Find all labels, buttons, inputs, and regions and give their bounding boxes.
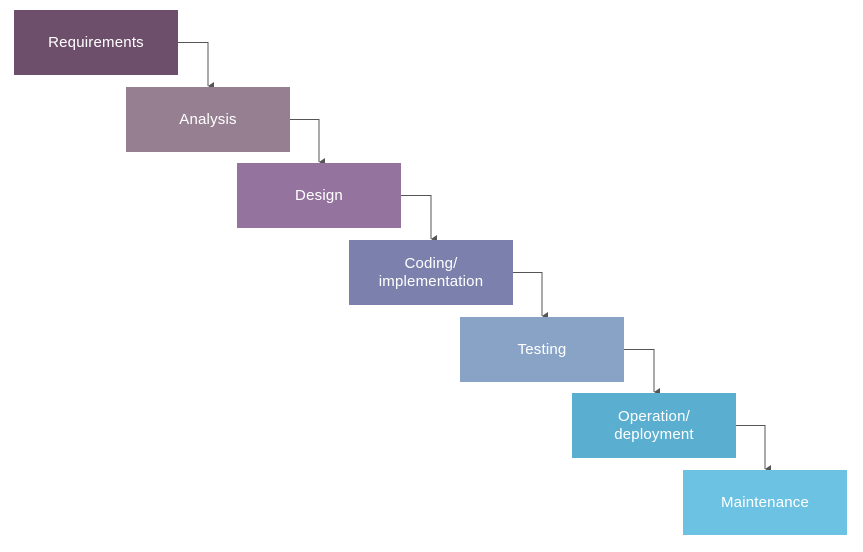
- step-label: Testing: [517, 340, 567, 358]
- connector-arrow: [178, 42, 214, 90]
- step-design: Design: [237, 163, 401, 228]
- step-testing: Testing: [460, 317, 624, 382]
- step-operation-deployment: Operation/ deployment: [572, 393, 736, 458]
- step-requirements: Requirements: [14, 10, 178, 75]
- step-analysis: Analysis: [126, 87, 290, 152]
- step-label: Analysis: [179, 110, 237, 128]
- connector-arrow: [624, 349, 660, 396]
- step-label: Operation/ deployment: [614, 407, 694, 443]
- step-coding-implementation: Coding/ implementation: [349, 240, 513, 305]
- step-maintenance: Maintenance: [683, 470, 847, 535]
- step-label: Requirements: [48, 33, 144, 51]
- step-label: Maintenance: [720, 493, 810, 511]
- connector-arrow: [736, 425, 771, 473]
- connector-arrow: [513, 272, 548, 320]
- connector-arrow: [290, 119, 325, 166]
- step-label: Coding/ implementation: [378, 254, 484, 290]
- step-label: Design: [295, 186, 343, 204]
- connector-arrow: [401, 195, 437, 243]
